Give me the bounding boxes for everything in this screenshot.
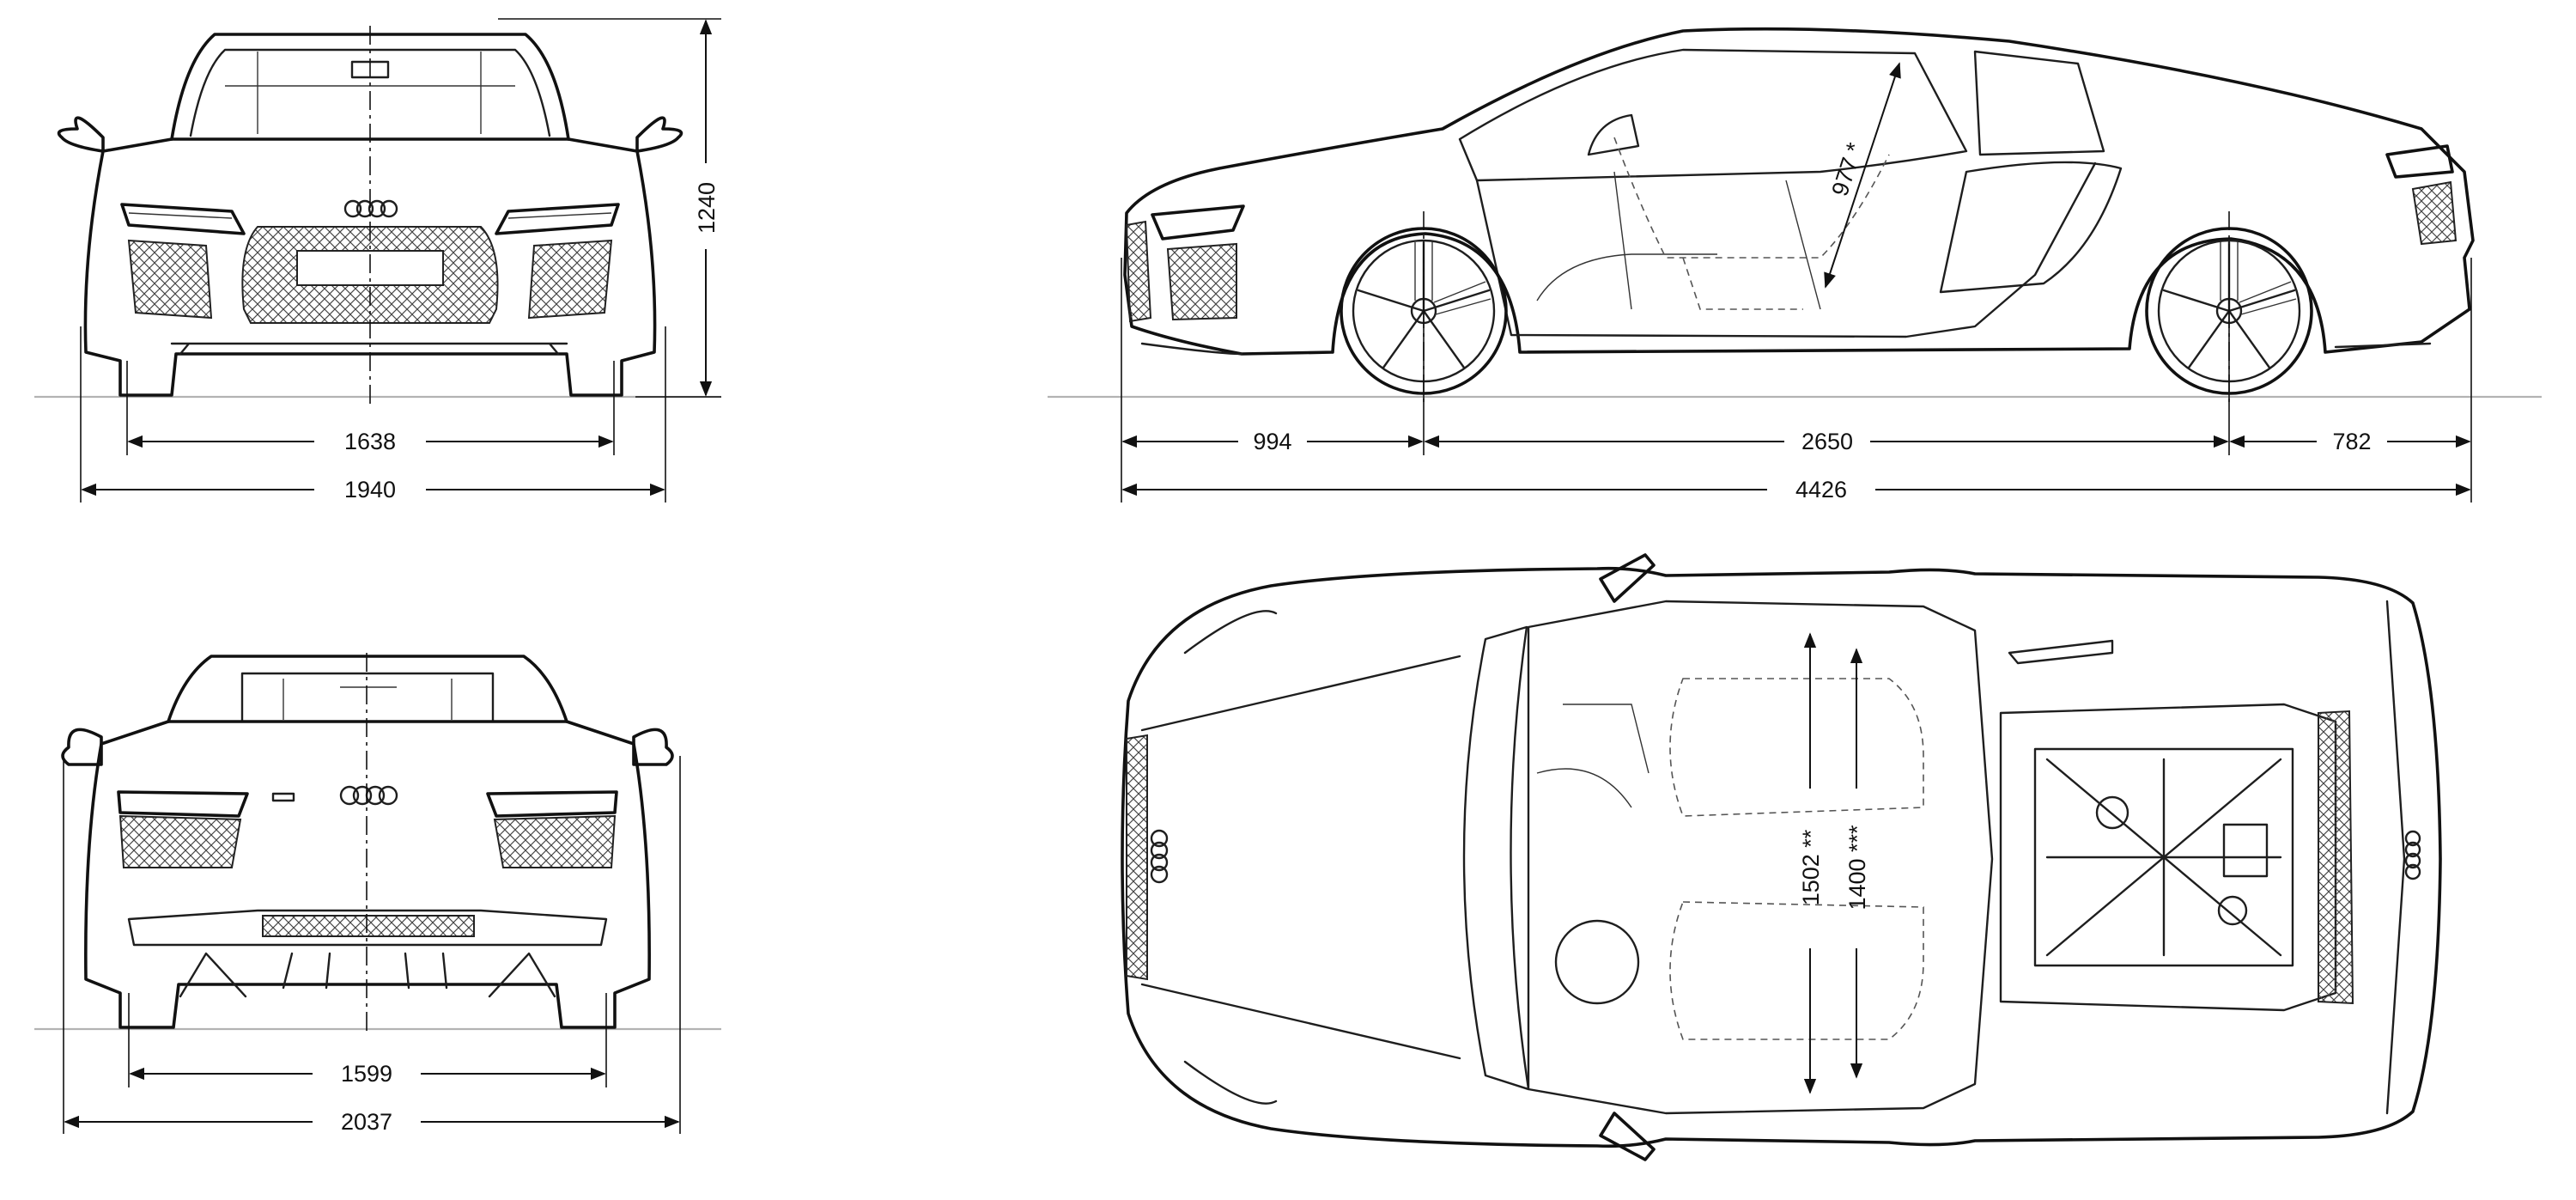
front-right-mirror <box>635 116 683 153</box>
overall-height-label: 1240 <box>694 182 720 234</box>
top-left-seat <box>1669 678 1924 817</box>
width-with-mirrors-label: 2037 <box>341 1109 392 1135</box>
rear-track-label: 1599 <box>341 1061 392 1087</box>
top-steering-wheel <box>1554 919 1640 1005</box>
top-rear-four-rings-logo <box>2404 830 2421 880</box>
top-front-grille <box>1126 734 1148 981</box>
top-right-mirror <box>1599 1112 1656 1161</box>
rear-overhang-label: 782 <box>2332 429 2371 454</box>
rear-window-outline <box>167 655 568 723</box>
top-four-rings-logo <box>1150 829 1169 884</box>
front-right-headlight <box>495 203 620 235</box>
rear-view: 1599 2037 <box>34 653 721 1135</box>
side-taillight <box>2385 144 2454 179</box>
overall-length-label: 4426 <box>1795 477 1847 503</box>
overall-width-label: 1940 <box>344 477 396 503</box>
rear-engine-window <box>240 672 495 723</box>
top-engine-bay <box>2033 747 2294 967</box>
rear-body-outline <box>84 720 651 1029</box>
rear-badge <box>271 792 295 802</box>
front-left-headlight <box>120 203 246 235</box>
front-body-outline <box>83 137 657 397</box>
rear-left-mirror <box>61 728 103 766</box>
front-four-rings-logo <box>343 199 398 218</box>
front-left-intake <box>127 239 213 320</box>
rear-right-vent <box>493 814 617 868</box>
side-door-line <box>1475 161 2097 338</box>
top-right-seat <box>1669 901 1924 1040</box>
wheelbase-label: 2650 <box>1801 429 1853 454</box>
rear-right-taillight <box>486 790 618 818</box>
headroom-rear-label: 1400 *** <box>1844 825 1870 911</box>
side-front-grille <box>1125 220 1152 323</box>
front-track-label: 1638 <box>344 429 396 454</box>
side-headlight <box>1151 204 1245 241</box>
top-view: 1502 ** 1400 *** <box>1121 553 2442 1161</box>
front-left-mirror <box>57 116 105 153</box>
front-view: 1638 1940 1240 <box>34 18 721 503</box>
top-windscreen <box>1462 625 1530 1091</box>
top-rear-vent <box>2318 710 2354 1005</box>
side-view: 977 * 994 2650 782 4426 <box>1048 27 2542 503</box>
side-mirror <box>1587 113 1640 156</box>
front-overhang-label: 994 <box>1253 429 1291 454</box>
top-left-mirror <box>1599 553 1656 603</box>
rear-four-rings-logo <box>339 785 398 806</box>
rear-diffuser <box>262 915 475 937</box>
headroom-front-label: 1502 ** <box>1798 829 1824 905</box>
side-blade <box>1939 161 2123 294</box>
side-window <box>1458 48 1968 182</box>
rear-right-mirror <box>632 728 674 766</box>
top-cabin <box>1527 600 1994 1115</box>
front-right-intake <box>527 239 613 320</box>
top-engine-component <box>2222 823 2269 878</box>
side-front-intake <box>1166 242 1237 321</box>
side-body-outline <box>1123 27 2475 356</box>
door-opening-label: 977 * <box>1826 139 1868 199</box>
rear-left-vent <box>118 814 242 868</box>
top-body-outline <box>1121 566 2442 1148</box>
rear-left-taillight <box>117 790 249 818</box>
side-rear-vent <box>2411 180 2458 246</box>
